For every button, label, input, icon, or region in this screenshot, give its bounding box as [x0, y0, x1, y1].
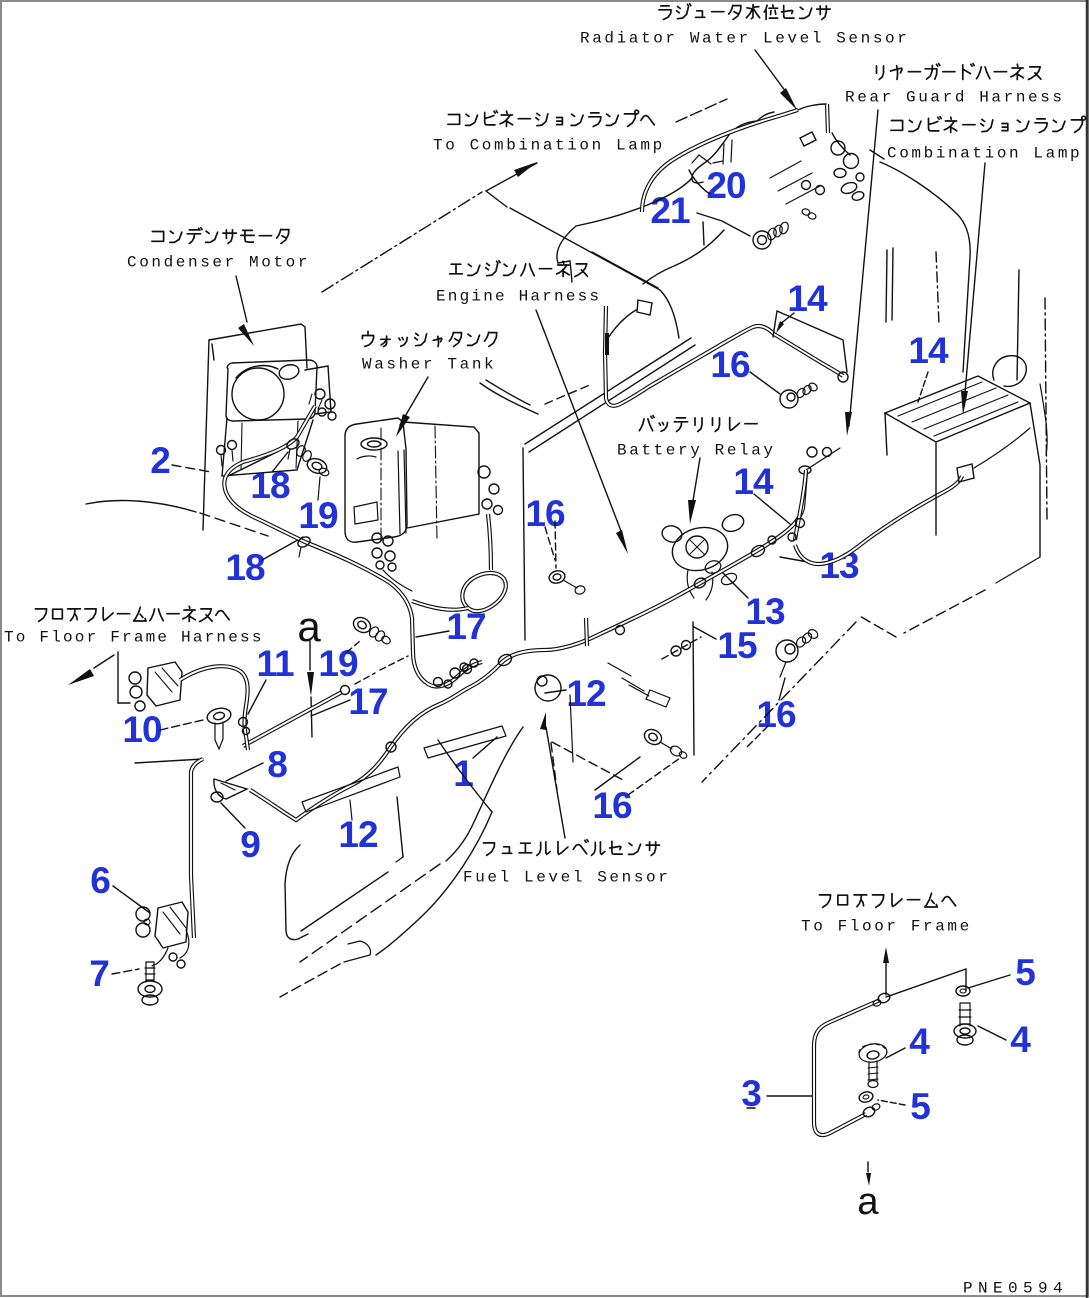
svg-text:21: 21 [650, 190, 690, 231]
svg-text:a: a [857, 1181, 879, 1223]
svg-text:20: 20 [706, 165, 746, 206]
svg-text:9: 9 [240, 824, 260, 865]
svg-text:Battery Relay: Battery Relay [617, 441, 776, 459]
svg-text:14: 14 [787, 278, 828, 319]
svg-text:PNE0594: PNE0594 [963, 1279, 1068, 1297]
svg-text:14: 14 [908, 330, 949, 371]
svg-text:To Floor Frame Harness: To Floor Frame Harness [4, 628, 264, 646]
svg-text:16: 16 [756, 694, 796, 735]
svg-text:13: 13 [745, 591, 785, 632]
svg-text:6: 6 [90, 860, 110, 901]
svg-text:1: 1 [453, 753, 473, 794]
svg-text:Condenser Motor: Condenser Motor [127, 253, 310, 271]
svg-text:11: 11 [256, 643, 294, 684]
svg-text:3: 3 [741, 1073, 761, 1114]
svg-text:15: 15 [717, 625, 757, 666]
svg-text:8: 8 [267, 744, 287, 785]
svg-text:Engine Harness: Engine Harness [436, 287, 601, 305]
svg-text:4: 4 [909, 1021, 930, 1062]
svg-text:18: 18 [225, 547, 265, 588]
svg-text:12: 12 [566, 673, 606, 714]
svg-text:14: 14 [733, 461, 774, 502]
svg-text:Radiator Water Level Sensor: Radiator Water Level Sensor [580, 29, 909, 47]
svg-text:5: 5 [1015, 952, 1035, 993]
svg-text:7: 7 [89, 953, 109, 994]
svg-text:2: 2 [150, 440, 170, 481]
svg-text:10: 10 [122, 709, 162, 750]
svg-text:Combination Lamp: Combination Lamp [887, 144, 1082, 162]
svg-text:Fuel Level Sensor: Fuel Level Sensor [463, 868, 670, 886]
svg-text:5: 5 [910, 1086, 930, 1127]
svg-text:12: 12 [338, 814, 378, 855]
svg-text:16: 16 [710, 344, 750, 385]
svg-text:Rear Guard Harness: Rear Guard Harness [845, 88, 1065, 106]
svg-text:To Combination Lamp: To Combination Lamp [433, 136, 665, 154]
svg-text:17: 17 [348, 681, 387, 722]
svg-text:16: 16 [592, 785, 632, 826]
svg-text:To Floor Frame: To Floor Frame [801, 917, 972, 935]
svg-text:19: 19 [318, 643, 358, 684]
svg-text:Washer Tank: Washer Tank [362, 355, 496, 373]
svg-text:4: 4 [1010, 1019, 1031, 1060]
svg-text:19: 19 [298, 495, 338, 536]
